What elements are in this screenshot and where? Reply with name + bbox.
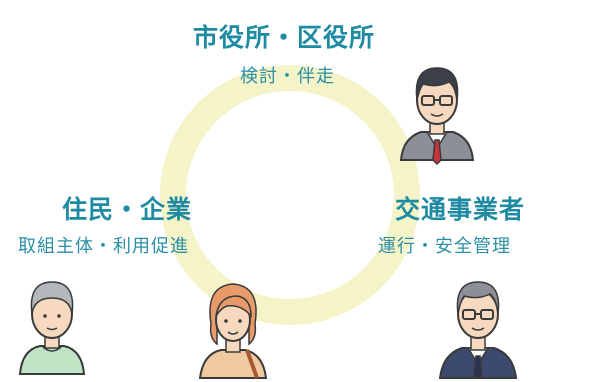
residents-title: 住民・企業 — [62, 195, 193, 224]
city-office-title: 市役所・区役所 — [193, 23, 376, 52]
elderly-man-icon — [18, 281, 86, 375]
transport-operator-role: 運行・安全管理 — [378, 236, 511, 257]
businessman-glasses-icon — [399, 67, 475, 166]
woman-icon — [198, 283, 268, 379]
city-office-role: 検討・伴走 — [240, 66, 335, 87]
transport-operator-title: 交通事業者 — [395, 195, 526, 224]
senior-businessman-icon — [438, 281, 518, 379]
residents-role: 取組主体・利用促進 — [18, 236, 189, 257]
